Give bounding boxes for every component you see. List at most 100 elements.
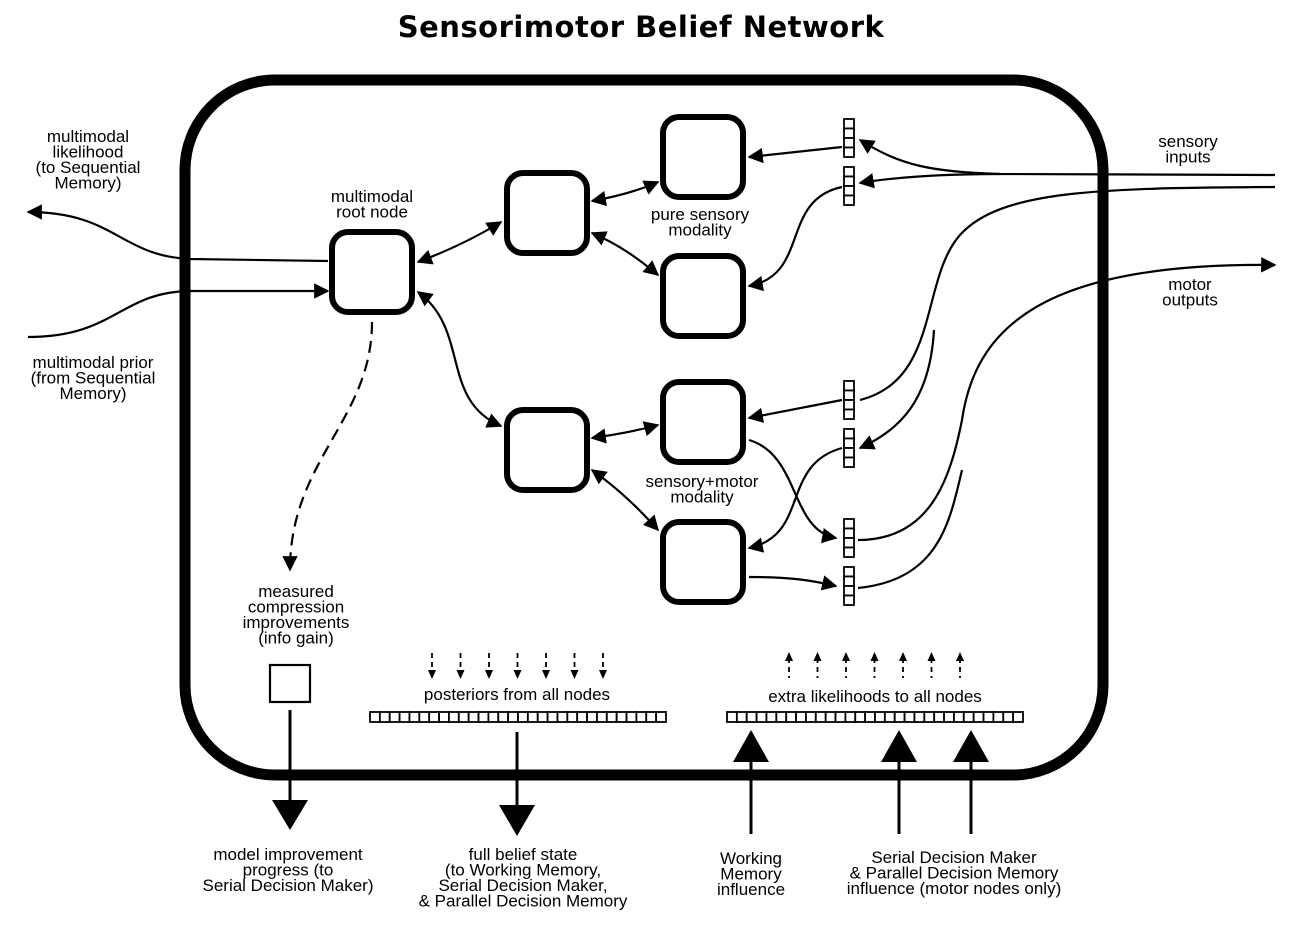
bar-cell (755, 711, 768, 723)
likelihood-out-wire (26, 204, 329, 263)
bar-cell (972, 711, 985, 723)
bar-cell (526, 711, 539, 723)
likelihood-vector-5 (843, 518, 855, 558)
vector-cell (843, 447, 855, 459)
bar-cell (814, 711, 827, 723)
bar-cell (913, 711, 926, 723)
sensory-input-wire-1b (858, 172, 1001, 189)
bar-cell (655, 711, 667, 723)
pure-sensory-leaf-node-2[interactable] (660, 253, 746, 339)
diagram-title: Sensorimotor Belief Network (397, 10, 885, 44)
sensory-motor-leaf-node-1[interactable] (660, 379, 746, 465)
bar-cell (536, 711, 549, 723)
pure-sensory-leaf-node-1[interactable] (660, 114, 746, 200)
likelihood-dashed-arrow (785, 652, 793, 678)
edge-vec4-smleaf2 (747, 446, 843, 553)
vector-cell (843, 518, 855, 530)
vector-cell (843, 127, 855, 139)
bar-cell (408, 711, 421, 723)
vector-cell (843, 389, 855, 401)
bar-cell (566, 711, 579, 723)
bar-cell (1012, 711, 1024, 723)
bar-cell (903, 711, 916, 723)
full-belief-arrowhead (499, 805, 535, 836)
vector-cell (843, 527, 855, 539)
bar-cell (497, 711, 510, 723)
bar-cell (438, 711, 450, 723)
likelihood-vector-4 (843, 428, 855, 468)
bar-cell (883, 711, 896, 723)
edge-smleaf1-vec5 (748, 438, 838, 544)
vector-cell (843, 546, 855, 558)
likelihood-vector-1 (843, 118, 855, 158)
bar-cell (369, 711, 381, 723)
vector-cell (843, 194, 855, 206)
bar-cell (962, 711, 975, 723)
bar-cell (398, 711, 411, 723)
bar-cell (864, 711, 876, 723)
likelihood-dashed-arrow (956, 652, 964, 678)
edge-shub-leaf1 (590, 180, 660, 207)
serial-decision-label: Serial Decision Maker& Parallel Decision… (847, 848, 1062, 898)
vector-cell (843, 137, 855, 149)
bar-cell (923, 711, 936, 723)
bar-cell (1002, 711, 1015, 723)
vector-cell (843, 380, 855, 392)
bar-cell (982, 711, 995, 723)
bar-cell (556, 711, 569, 723)
posterior-dashed-arrow (428, 653, 436, 679)
bar-cell (635, 711, 648, 723)
edge-vec3-smleaf1 (747, 398, 843, 423)
bar-cell (893, 711, 906, 723)
edge-smhub-leaf2 (590, 469, 660, 532)
bar-cell (418, 711, 431, 723)
vector-cell (843, 585, 855, 597)
bar-cell (378, 711, 391, 723)
bar-cell (457, 711, 470, 723)
vector-cell (843, 566, 855, 578)
motor-output-wire (857, 257, 1277, 542)
bar-cell (507, 711, 519, 723)
posterior-dashed-arrow (485, 653, 493, 679)
vector-cell (843, 399, 855, 411)
working-memory-arrowhead (733, 730, 769, 762)
bar-cell (765, 711, 778, 723)
info-gain-dashed-arrow (282, 321, 374, 572)
compression-box (268, 663, 312, 704)
edge-root-sensory-hub (416, 221, 503, 265)
posteriors-bar (369, 711, 667, 723)
bar-cell (735, 711, 748, 723)
bar-cell (467, 711, 480, 723)
motor-output-wire-b (857, 469, 964, 590)
vector-cell (843, 175, 855, 187)
vector-cell (843, 594, 855, 606)
vector-cell (843, 408, 855, 420)
bar-cell (844, 711, 857, 723)
bar-cell (775, 711, 788, 723)
likelihood-dashed-arrow (842, 652, 850, 678)
multimodal-root-node[interactable] (329, 229, 415, 315)
likelihood-vector-2 (843, 166, 855, 206)
bar-cell (874, 711, 886, 723)
bar-cell (546, 711, 559, 723)
vector-cell (843, 185, 855, 197)
sensory-motor-leaf-node-2[interactable] (660, 519, 746, 605)
likelihoods-bar (726, 711, 1024, 723)
posterior-dashed-arrow (599, 653, 607, 679)
bar-cell (795, 711, 807, 723)
vector-cell (843, 118, 855, 130)
sensory-motor-hub-node[interactable] (504, 407, 590, 493)
bar-cell (785, 711, 797, 723)
pure-sensory-hub-node[interactable] (504, 170, 590, 256)
serial-decision-arrowhead-2 (953, 730, 989, 762)
bar-cell (428, 711, 440, 723)
serial-decision-arrowhead-1 (881, 730, 917, 762)
